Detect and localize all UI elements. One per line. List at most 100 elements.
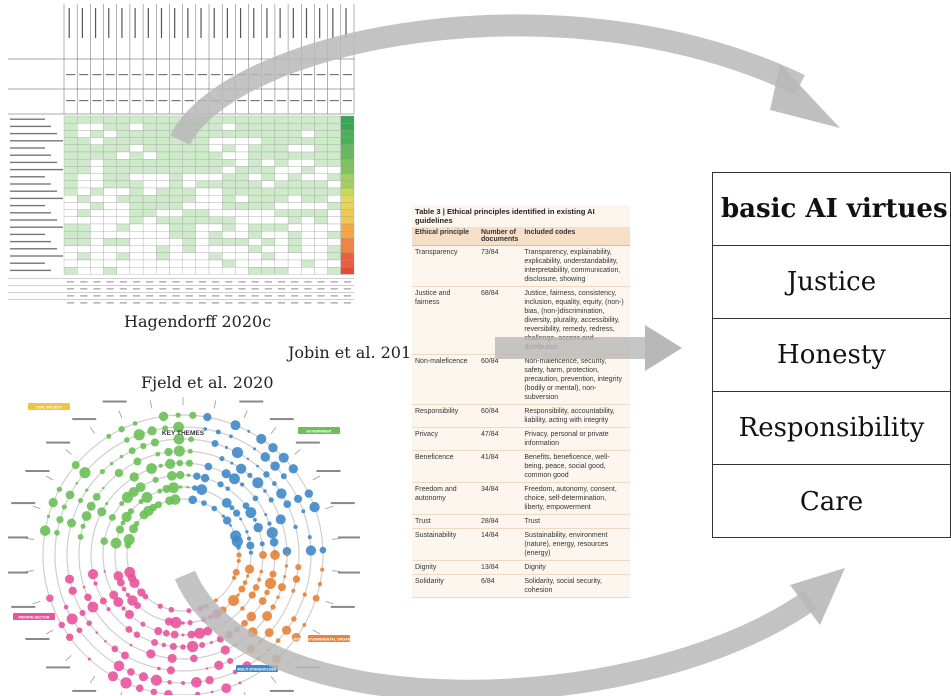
footer-text-mark bbox=[80, 295, 88, 297]
jobin-cell-principle: Transparency bbox=[412, 245, 478, 287]
principle-dot bbox=[252, 518, 257, 522]
principle-dot bbox=[161, 642, 167, 648]
principle-dot bbox=[252, 495, 259, 502]
virtue-honesty: Honesty bbox=[713, 319, 950, 392]
principle-dot bbox=[120, 677, 132, 689]
principle-dot bbox=[186, 485, 190, 489]
principle-dot bbox=[173, 445, 185, 457]
outer-label-mark bbox=[269, 418, 294, 421]
outer-tick bbox=[89, 676, 96, 684]
principle-dot bbox=[111, 645, 119, 653]
jobin-cell-count: 41/84 bbox=[478, 450, 522, 483]
outer-tick bbox=[65, 448, 72, 455]
header-text-mark bbox=[147, 8, 149, 38]
footer-text-mark bbox=[304, 302, 312, 304]
principle-dot bbox=[302, 623, 307, 627]
principle-dot bbox=[259, 541, 265, 547]
header-text-mark bbox=[332, 8, 334, 38]
principle-dot bbox=[193, 472, 201, 480]
principle-dot bbox=[281, 625, 292, 635]
principle-dot bbox=[119, 501, 125, 507]
header-text-mark bbox=[92, 100, 102, 102]
principle-dot bbox=[242, 502, 250, 510]
footer-text-mark bbox=[225, 288, 233, 290]
header-text-mark bbox=[253, 8, 255, 38]
legend-swatch bbox=[13, 613, 55, 620]
principle-dot bbox=[157, 666, 161, 671]
virtue-responsibility: Responsibility bbox=[713, 392, 950, 465]
principle-dot bbox=[264, 513, 268, 517]
footer-text-mark bbox=[317, 281, 325, 283]
virtues-table: basic AI virtues Justice Honesty Respons… bbox=[712, 172, 951, 538]
principle-dot bbox=[114, 468, 124, 478]
principle-dot bbox=[124, 609, 135, 619]
principle-dot bbox=[129, 472, 139, 482]
principle-dot bbox=[162, 425, 169, 432]
principle-dot bbox=[166, 666, 175, 675]
principle-dot bbox=[140, 621, 146, 627]
principle-dot bbox=[87, 569, 99, 580]
principle-dot bbox=[270, 604, 276, 610]
principle-dot bbox=[264, 577, 277, 590]
principle-dot bbox=[221, 683, 232, 694]
footer-text-mark bbox=[159, 281, 167, 283]
jobin-cell-codes: Privacy, personal or private information bbox=[521, 427, 630, 451]
principle-dot bbox=[129, 643, 133, 647]
principle-dot bbox=[229, 434, 233, 439]
principle-dot bbox=[269, 570, 277, 578]
outer-label-mark bbox=[72, 689, 97, 692]
header-text-mark bbox=[121, 8, 123, 38]
outer-label-mark bbox=[25, 470, 50, 472]
principle-dot bbox=[276, 488, 287, 499]
footer-text-mark bbox=[132, 295, 141, 297]
principle-dot bbox=[246, 574, 250, 578]
principle-dot bbox=[186, 608, 192, 614]
outer-tick bbox=[325, 600, 334, 605]
jobin-principles-table: Table 3 | Ethical principles identified … bbox=[412, 205, 630, 598]
principle-dot bbox=[201, 500, 207, 506]
principle-dot bbox=[232, 568, 240, 576]
principle-dot bbox=[175, 412, 181, 418]
footer-text-mark bbox=[80, 281, 88, 283]
principle-dot bbox=[219, 455, 225, 462]
principle-dot bbox=[86, 501, 96, 511]
principle-dot bbox=[100, 537, 109, 545]
principle-dot bbox=[79, 467, 91, 479]
outer-tick bbox=[294, 448, 301, 455]
principle-dot bbox=[292, 575, 301, 583]
outer-label-mark bbox=[46, 441, 71, 444]
heat-total-cell bbox=[340, 267, 355, 275]
jobin-cell-principle: Privacy bbox=[412, 427, 478, 451]
principle-dot bbox=[221, 498, 232, 508]
footer-text-mark bbox=[277, 302, 286, 304]
footer-text-mark bbox=[317, 288, 325, 290]
principle-dot bbox=[229, 473, 240, 485]
header-text-mark bbox=[79, 74, 89, 76]
principle-dot bbox=[85, 488, 89, 492]
principle-dot bbox=[140, 442, 147, 450]
principle-dot bbox=[320, 567, 325, 572]
jobin-cell-codes: Responsibility, accountability, liabilit… bbox=[521, 404, 630, 428]
principle-dot bbox=[221, 469, 231, 479]
principle-dot bbox=[167, 680, 172, 685]
legend-intergovernmental: INTER-GOVERNMENTAL ORGANIZATION bbox=[294, 635, 360, 642]
principle-dot bbox=[291, 616, 297, 622]
outer-label-mark bbox=[316, 470, 341, 472]
header-text-mark bbox=[316, 74, 326, 76]
outer-label-mark bbox=[8, 571, 28, 574]
header-text-mark bbox=[226, 8, 228, 38]
principle-dot bbox=[203, 427, 208, 431]
header-text-mark bbox=[211, 74, 221, 76]
principle-dot bbox=[133, 429, 145, 441]
principle-dot bbox=[282, 546, 292, 556]
header-text-mark bbox=[303, 74, 313, 76]
principle-dot bbox=[146, 649, 156, 659]
jobin-cell-principle: Solidarity bbox=[412, 574, 478, 598]
principle-dot bbox=[39, 525, 51, 536]
row-label-mark bbox=[10, 183, 51, 185]
